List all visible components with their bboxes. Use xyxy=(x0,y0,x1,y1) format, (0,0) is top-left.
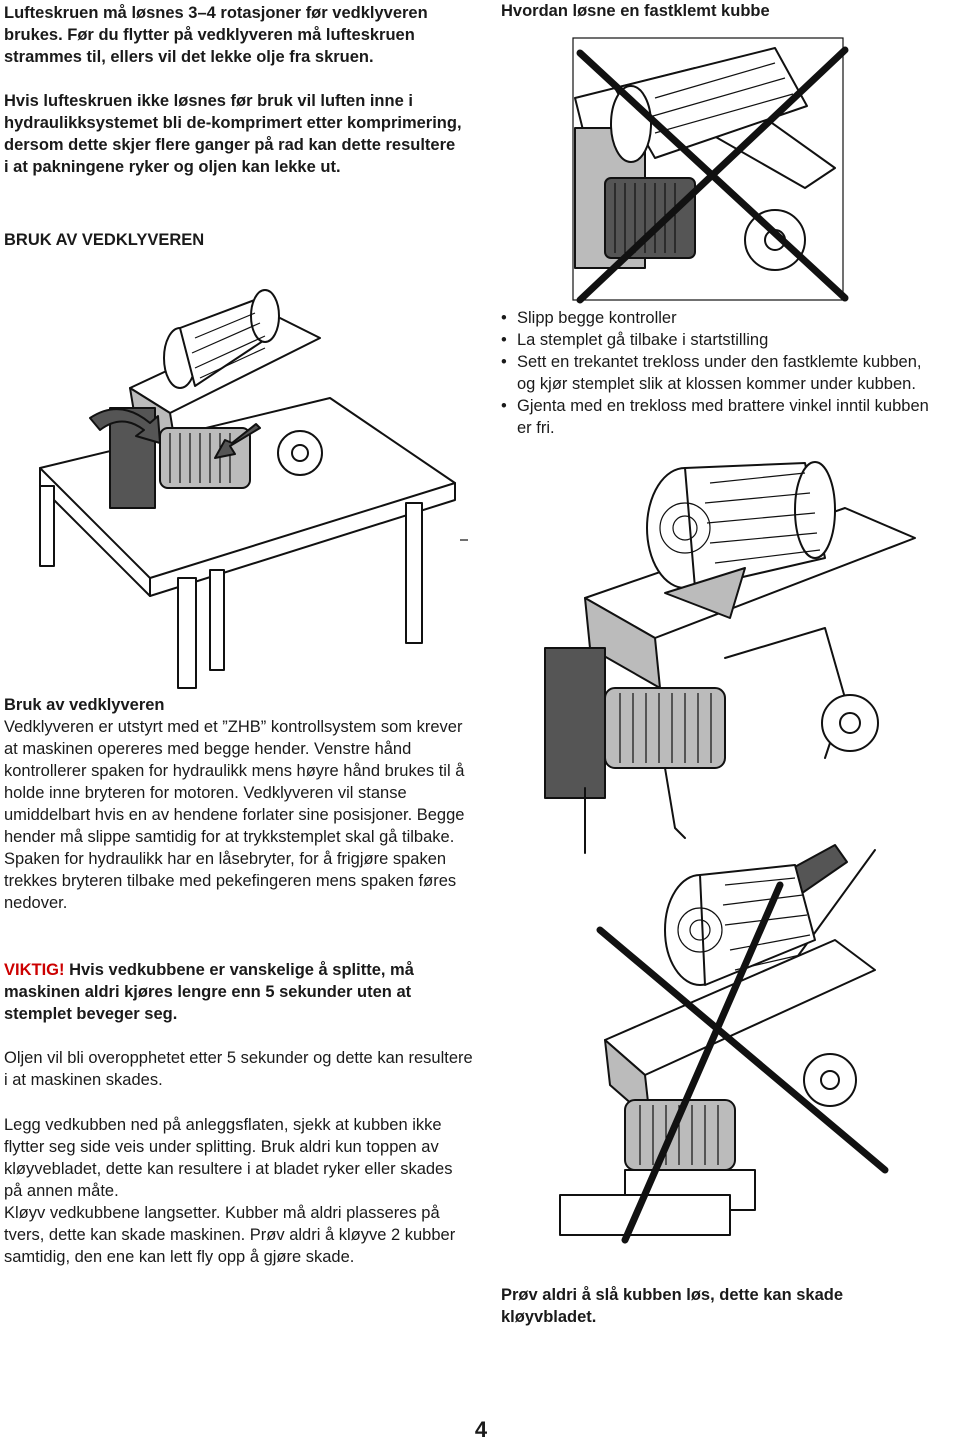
wedge-under-log-illustration xyxy=(544,461,916,854)
oil-overheat-text: Oljen vil bli overopphetet etter 5 sekun… xyxy=(4,1049,473,1089)
usage-text: Vedklyveren er utstyrt med et ”ZHB” kont… xyxy=(4,718,465,912)
step-item: La stemplet gå tilbake i startstilling xyxy=(501,329,941,351)
hammer-warning: Prøv aldri å slå kubben løs, dette kan s… xyxy=(501,1286,844,1326)
stuck-log-heading: Hvordan løsne en fastklemt kubbe xyxy=(501,2,770,20)
hammer-crossed-out-illustration xyxy=(559,844,889,1244)
splitter-on-table-illustration xyxy=(39,289,468,689)
lufteskrue-intro: Lufteskruen må løsnes 3–4 rotasjoner før… xyxy=(4,4,428,66)
usage-title: Bruk av vedklyveren xyxy=(4,696,165,714)
important-warning: VIKTIG! Hvis vedkubbene er vanskelige å … xyxy=(4,959,474,1025)
lufteskrue-warning: Hvis lufteskruen ikke løsnes før bruk vi… xyxy=(4,92,462,176)
page-number: 4 xyxy=(474,1417,488,1442)
lengthwise-text: Kløyv vedkubbene langsetter. Kubber må a… xyxy=(4,1204,456,1266)
stuck-log-steps: Slipp begge kontroller La stemplet gå ti… xyxy=(501,307,941,439)
placement-text: Legg vedkubben ned på anleggsflaten, sje… xyxy=(4,1116,453,1200)
important-text: Hvis vedkubbene er vanskelige å splitte,… xyxy=(4,961,414,1023)
section-heading: BRUK AV VEDKLYVEREN xyxy=(4,231,205,249)
step-item: Gjenta med en trekloss med brattere vink… xyxy=(501,395,941,439)
step-item: Slipp begge kontroller xyxy=(501,307,941,329)
step-item: Sett en trekantet trekloss under den fas… xyxy=(501,351,941,395)
crossed-out-splitter-illustration xyxy=(572,37,849,304)
important-label: VIKTIG! xyxy=(4,961,65,979)
